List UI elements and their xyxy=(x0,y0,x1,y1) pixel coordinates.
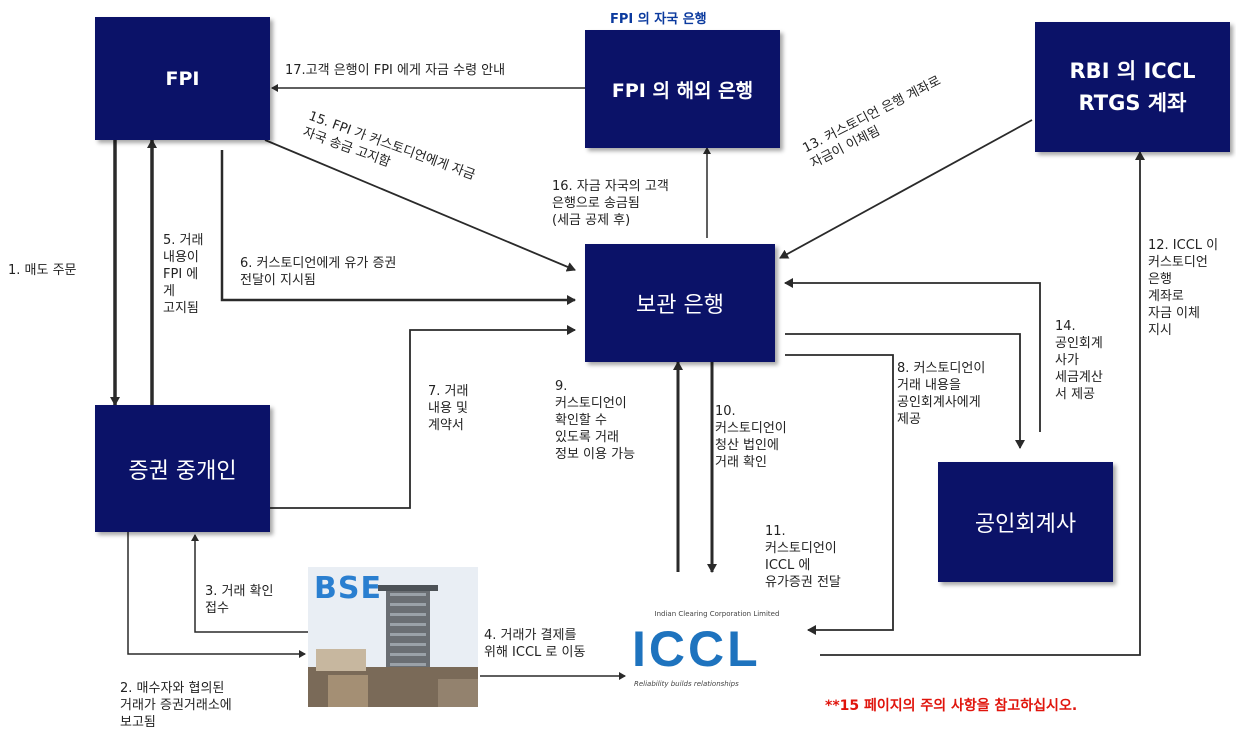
accountant-box-label: 공인회계사 xyxy=(974,512,1077,537)
fpi-box: FPI xyxy=(95,17,270,140)
step-9-label: 9. 커스토디언이 확인할 수 있도록 거래 정보 이용 가능 xyxy=(555,379,636,462)
arrow-step-11 xyxy=(785,354,894,635)
arrow-step-12 xyxy=(820,151,1145,656)
arrow-step-8 xyxy=(785,333,1025,449)
arrow-step-14 xyxy=(784,278,1041,432)
home-bank-heading: FPI 의 자국 은행 xyxy=(610,12,707,27)
broker-box-label: 증권 중개인 xyxy=(128,458,237,484)
broker-box: 증권 중개인 xyxy=(95,405,270,532)
arrow-step-7 xyxy=(270,325,576,509)
fpi-box-label: FPI xyxy=(165,67,200,90)
custodian-bank-box: 보관 은행 xyxy=(585,244,775,362)
step-10-label: 10. 커스토디언이 청산 법인에 거래 확인 xyxy=(715,404,787,470)
step-16-label: 16. 자금 자국의 고객 은행으로 송금됨 (세금 공제 후) xyxy=(552,179,669,228)
accountant-box: 공인회계사 xyxy=(938,462,1113,582)
step-17-label: 17.고객 은행이 FPI 에게 자금 수령 안내 xyxy=(285,63,506,78)
step-5-label: 5. 거래 내용이 FPI 에 게 고지됨 xyxy=(163,233,204,316)
step-4-label: 4. 거래가 결제를 위해 ICCL 로 이동 xyxy=(484,628,586,660)
step-1-label: 1. 매도 주문 xyxy=(8,263,77,278)
bse-logo-text: BSE xyxy=(314,571,382,606)
iccl-logo: Indian Clearing Corporation Limited ICCL… xyxy=(632,610,820,695)
arrow-step-13 xyxy=(779,119,1033,259)
arrow-step-3 xyxy=(191,534,308,633)
iccl-logo-text: ICCL xyxy=(632,621,761,677)
overseas-bank-box: FPI 의 해외 은행 xyxy=(585,30,780,148)
custodian-bank-box-label: 보관 은행 xyxy=(636,293,724,318)
step-7-label: 7. 거래 내용 및 계약서 xyxy=(428,384,469,433)
step-3-label: 3. 거래 확인 접수 xyxy=(205,584,274,616)
arrow-step-6 xyxy=(220,150,576,305)
bse-logo: BSE xyxy=(308,567,478,707)
rbi-iccl-account-box: RBI 의 ICCL RTGS 계좌 xyxy=(1035,22,1230,152)
step-2-label: 2. 매수자와 협의된 거래가 증권거래소에 보고됨 xyxy=(120,681,232,730)
bse-building-image xyxy=(308,567,478,707)
footnote: **15 페이지의 주의 사항을 참고하십시오. xyxy=(825,698,1078,714)
step-6-label: 6. 커스토디언에게 유가 증권 전달이 지시됨 xyxy=(240,256,397,288)
arrow-step-2 xyxy=(127,532,306,658)
step-12-label: 12. ICCL 이 커스토디언 은행 계좌로 자금 이체 지시 xyxy=(1148,238,1219,338)
step-14-label: 14. 공인회계 사가 세금계산 서 제공 xyxy=(1055,319,1103,402)
iccl-logo-fullname: Indian Clearing Corporation Limited xyxy=(654,610,780,618)
arrow-step-15 xyxy=(264,139,576,272)
iccl-logo-tagline: Reliability builds relationships xyxy=(634,680,739,688)
rbi-iccl-account-box-label: RBI 의 ICCL RTGS 계좌 xyxy=(1069,59,1196,115)
step-8-label: 8. 커스토디언이 거래 내용을 공인회계사에게 제공 xyxy=(897,361,986,427)
step-11-label: 11. 커스토디언이 ICCL 에 유가증권 전달 xyxy=(765,524,841,590)
overseas-bank-box-label: FPI 의 해외 은행 xyxy=(611,79,754,102)
